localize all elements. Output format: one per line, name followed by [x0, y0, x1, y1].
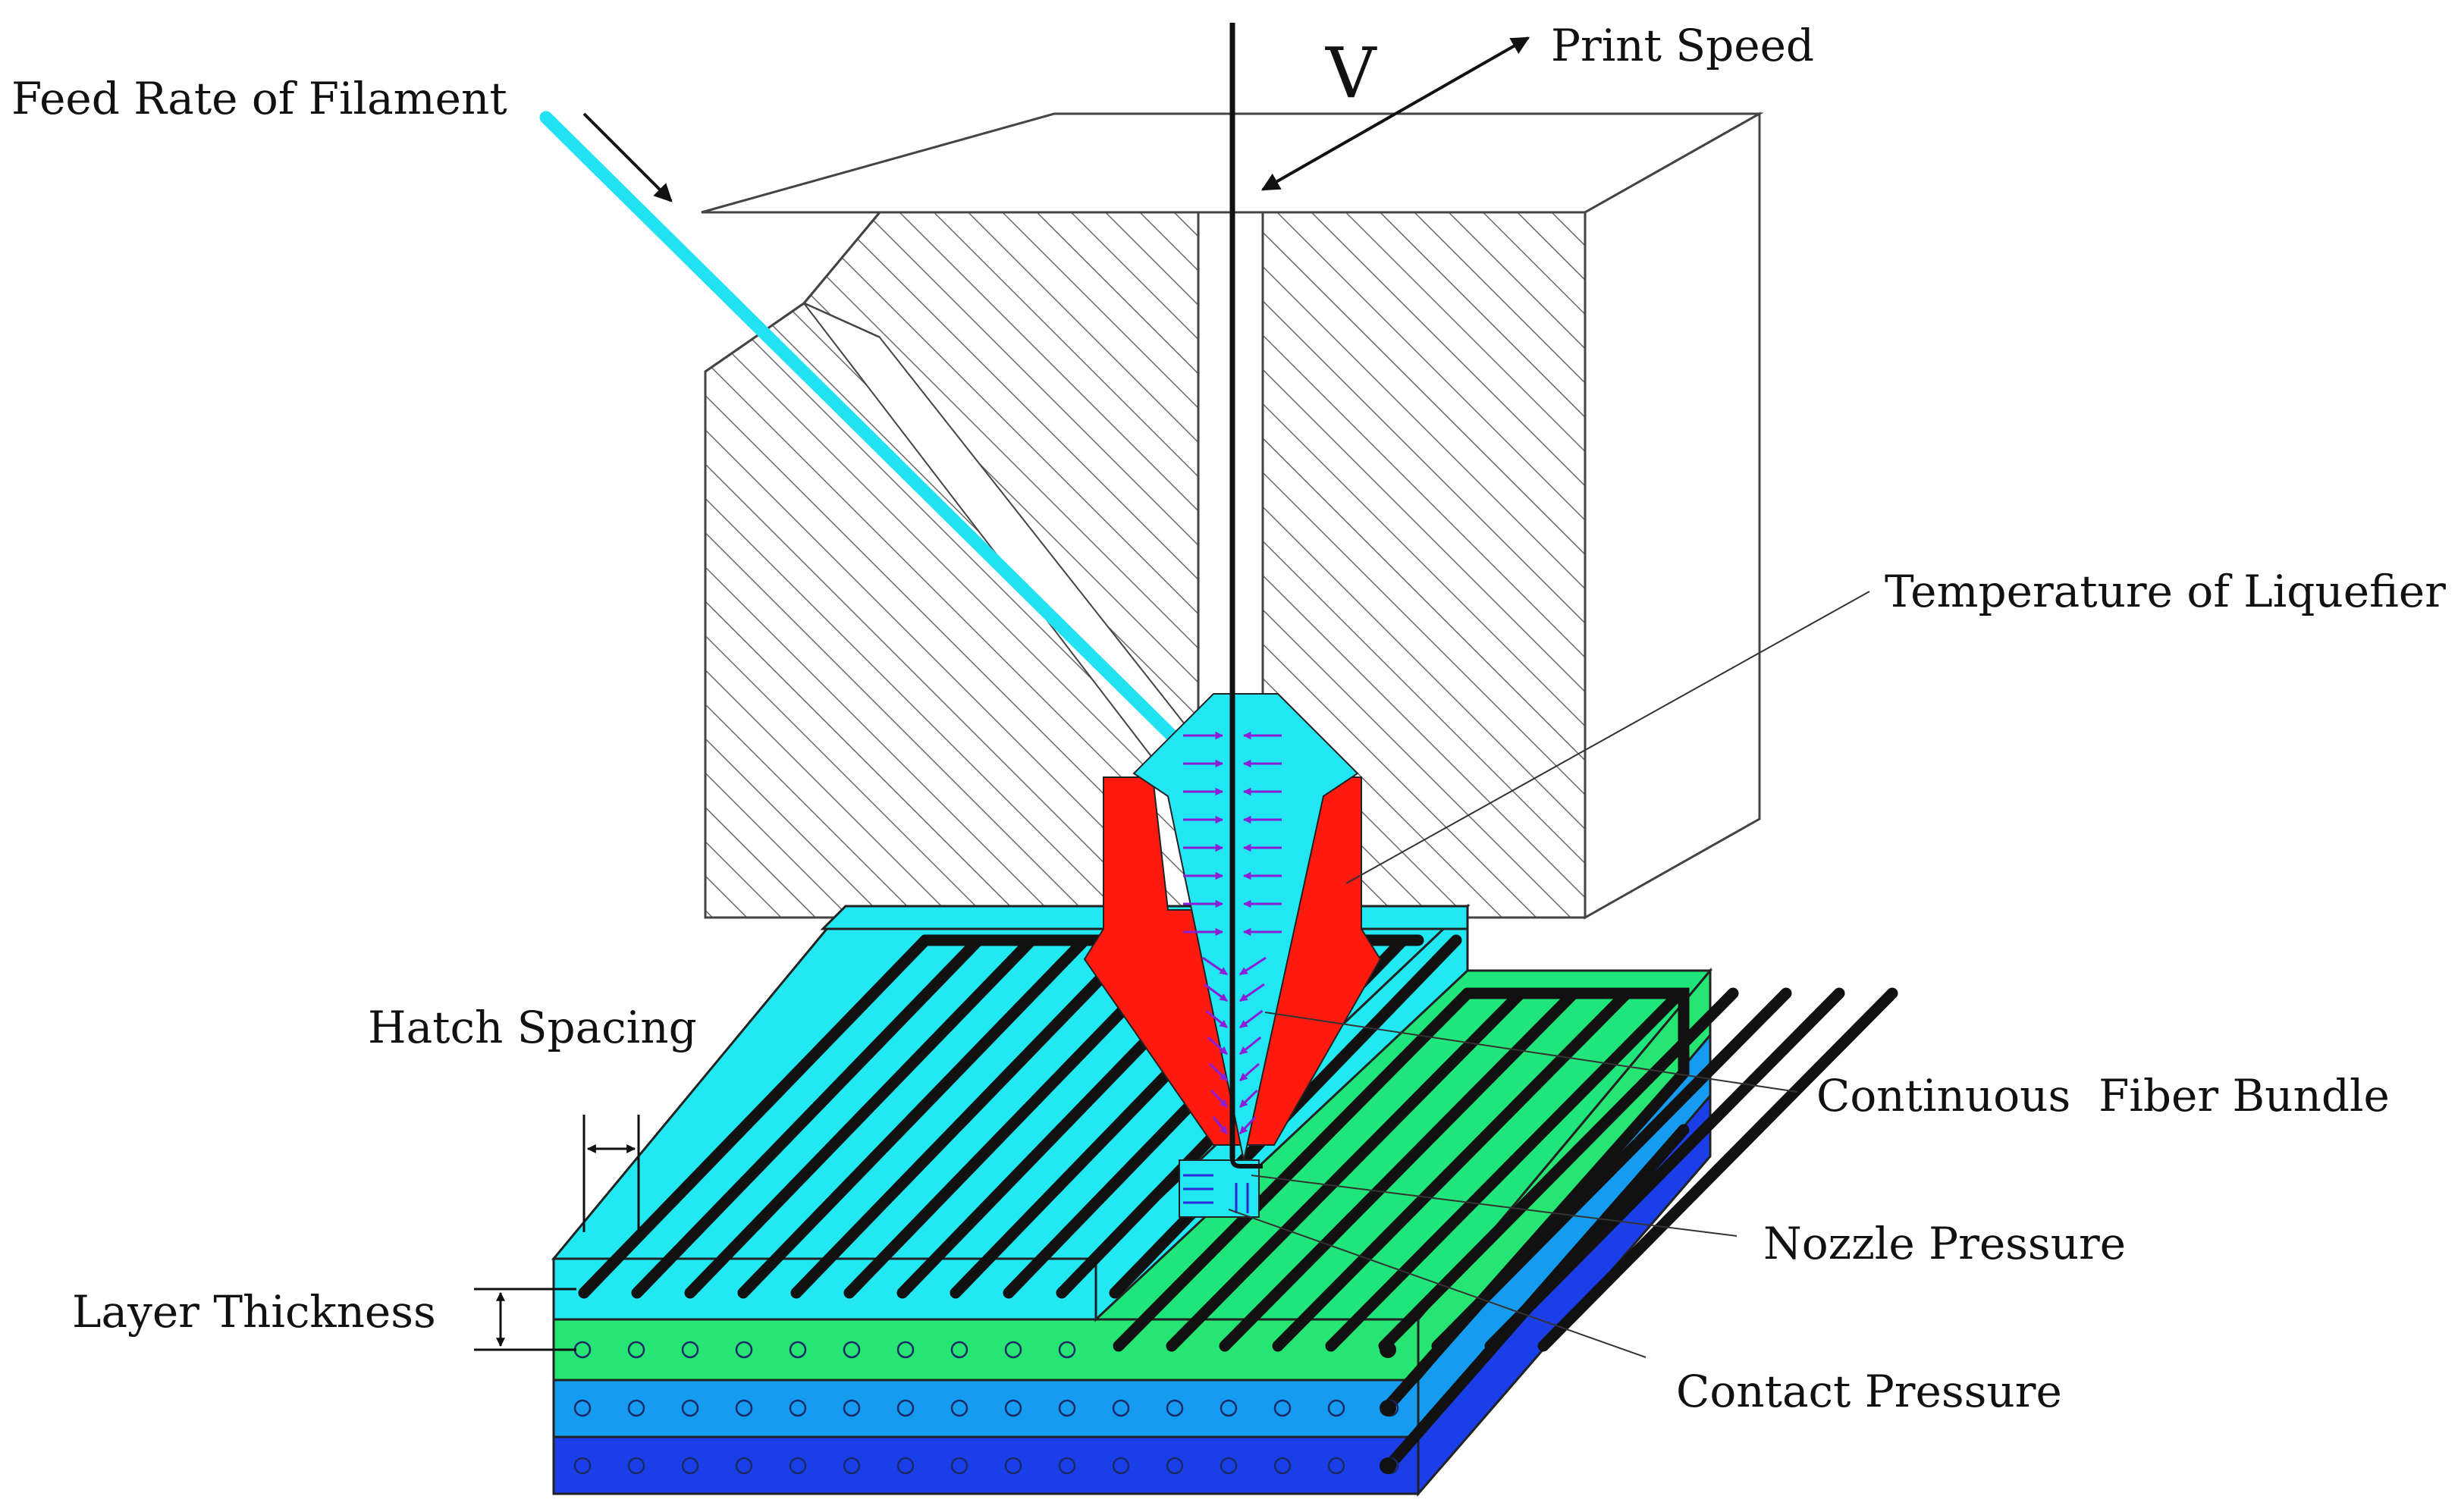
- fiber-bundle-label: Continuous Fiber Bundle: [1816, 1070, 2390, 1121]
- fiber-turn-green: [1461, 987, 1690, 1079]
- fiber-end: [1380, 1457, 1396, 1474]
- fiber-cross-section: [896, 1457, 915, 1475]
- flow-arrow: [1238, 1115, 1257, 1135]
- block-right-face: [1584, 111, 1761, 920]
- fiber-cross-section: [681, 1399, 699, 1417]
- temperature-label: Temperature of Liquefier: [1885, 566, 2446, 617]
- fiber-cross-section: [1058, 1399, 1076, 1417]
- fiber-cross-section: [896, 1341, 915, 1359]
- fiber-track-cyan: [737, 934, 1091, 1299]
- fiber-cross-section: [627, 1341, 645, 1359]
- flow-arrow: [1238, 1089, 1258, 1109]
- fiber-cross-section: [1004, 1399, 1022, 1417]
- print-speed-label: Print Speed: [1551, 20, 1814, 71]
- nozzle: [1083, 693, 1382, 1218]
- fiber-cross-section: [735, 1399, 753, 1417]
- fiber-cross-section: [627, 1457, 645, 1475]
- fiber-cross-section: [1327, 1399, 1345, 1417]
- fiber-cross-section: [843, 1399, 861, 1417]
- fiber-cross-section: [735, 1341, 753, 1359]
- melt-flow-arrows: [1183, 731, 1282, 1135]
- flow-arrow: [1239, 1009, 1264, 1029]
- nozzle-melt-chamber: [1132, 693, 1359, 1161]
- fiber-cross-sections: [573, 1341, 1399, 1475]
- fiber-cross-section: [1166, 1457, 1184, 1475]
- fiber-cross-section: [1004, 1457, 1022, 1475]
- fiber-cross-section: [843, 1457, 861, 1475]
- contact-pressure-arrows: [1183, 1174, 1249, 1213]
- fiber-cross-section: [1220, 1457, 1238, 1475]
- fiber-cross-section: [735, 1457, 753, 1475]
- fiber-track-green: [1272, 987, 1633, 1352]
- flow-arrow: [1210, 1089, 1229, 1109]
- fiber-track-green: [1378, 987, 1739, 1352]
- fiber-end: [1380, 1341, 1396, 1358]
- flow-arrow: [1207, 1036, 1228, 1056]
- temperature-leader: [1345, 591, 1870, 884]
- fiber-track-green: [1113, 987, 1474, 1352]
- fiber-track-cyan: [631, 934, 984, 1299]
- fiber-cross-section: [627, 1399, 645, 1417]
- flow-arrow: [1201, 956, 1228, 976]
- fiber-track-green: [1219, 987, 1580, 1352]
- fiber-track-cyan: [578, 934, 931, 1299]
- fiber-cross-section: [1058, 1457, 1076, 1475]
- contact-pressure-label: Contact Pressure: [1676, 1366, 2062, 1417]
- fiber-cross-section: [896, 1399, 915, 1417]
- fiber-cross-section: [573, 1399, 592, 1417]
- feed-rate-label: Feed Rate of Filament: [11, 73, 507, 124]
- fiber-cross-section: [1058, 1341, 1076, 1359]
- flow-arrow: [1239, 956, 1267, 976]
- velocity-symbol: V: [1325, 33, 1377, 114]
- contact-pressure-leader: [1228, 1209, 1647, 1358]
- fiber-cross-section: [1112, 1457, 1130, 1475]
- flow-arrow: [1205, 1009, 1228, 1029]
- flow-arrow: [1239, 1062, 1260, 1082]
- fiber-cross-section: [573, 1457, 592, 1475]
- fiber-cross-section: [681, 1341, 699, 1359]
- fiber-cross-section: [950, 1341, 968, 1359]
- print-speed-arrow: [1260, 36, 1530, 191]
- fiber-cross-section: [789, 1457, 807, 1475]
- fiber-bend: [1230, 1158, 1263, 1169]
- fiber-cross-section: [1004, 1341, 1022, 1359]
- fiber-side-track: [1382, 1124, 1690, 1473]
- flow-arrow: [1204, 983, 1228, 1002]
- fiber-cross-section: [950, 1457, 968, 1475]
- fiber-cross-section: [1273, 1457, 1292, 1475]
- fiber-end: [1380, 1400, 1396, 1416]
- fiber-cross-section: [1327, 1457, 1345, 1475]
- nozzle-pressure-label: Nozzle Pressure: [1763, 1218, 2126, 1269]
- fiber-cross-section: [1220, 1399, 1238, 1417]
- flow-arrow: [1239, 1036, 1262, 1056]
- filament: [539, 111, 1179, 742]
- fiber-cross-section: [789, 1399, 807, 1417]
- fiber-cross-section: [1112, 1399, 1130, 1417]
- fiber-track-green: [1537, 987, 1898, 1352]
- fiber-cross-section: [950, 1399, 968, 1417]
- flow-arrow: [1212, 1116, 1229, 1134]
- fiber-track-green: [1166, 987, 1527, 1352]
- fiber-cross-section: [681, 1457, 699, 1475]
- nozzle-pressure-leader: [1251, 1175, 1738, 1237]
- fiber-cross-section: [1273, 1399, 1292, 1417]
- fiber-track-green: [1325, 987, 1686, 1352]
- flow-arrow: [1209, 1062, 1229, 1082]
- feed-rate-arrow: [582, 112, 673, 202]
- layer-thickness-label: Layer Thickness: [72, 1286, 436, 1338]
- flow-arrow: [1239, 983, 1265, 1002]
- fiber-cross-section: [789, 1341, 807, 1359]
- fiber-side-track: [1382, 1067, 1690, 1413]
- fiber-bundle-leader: [1264, 1012, 1798, 1093]
- fiber-cross-section: [843, 1341, 861, 1359]
- fiber-track-cyan: [790, 934, 1144, 1299]
- fiber-track-cyan: [684, 934, 1038, 1299]
- fiber-cross-section: [1166, 1399, 1184, 1417]
- hatch-spacing-label: Hatch Spacing: [368, 1002, 697, 1053]
